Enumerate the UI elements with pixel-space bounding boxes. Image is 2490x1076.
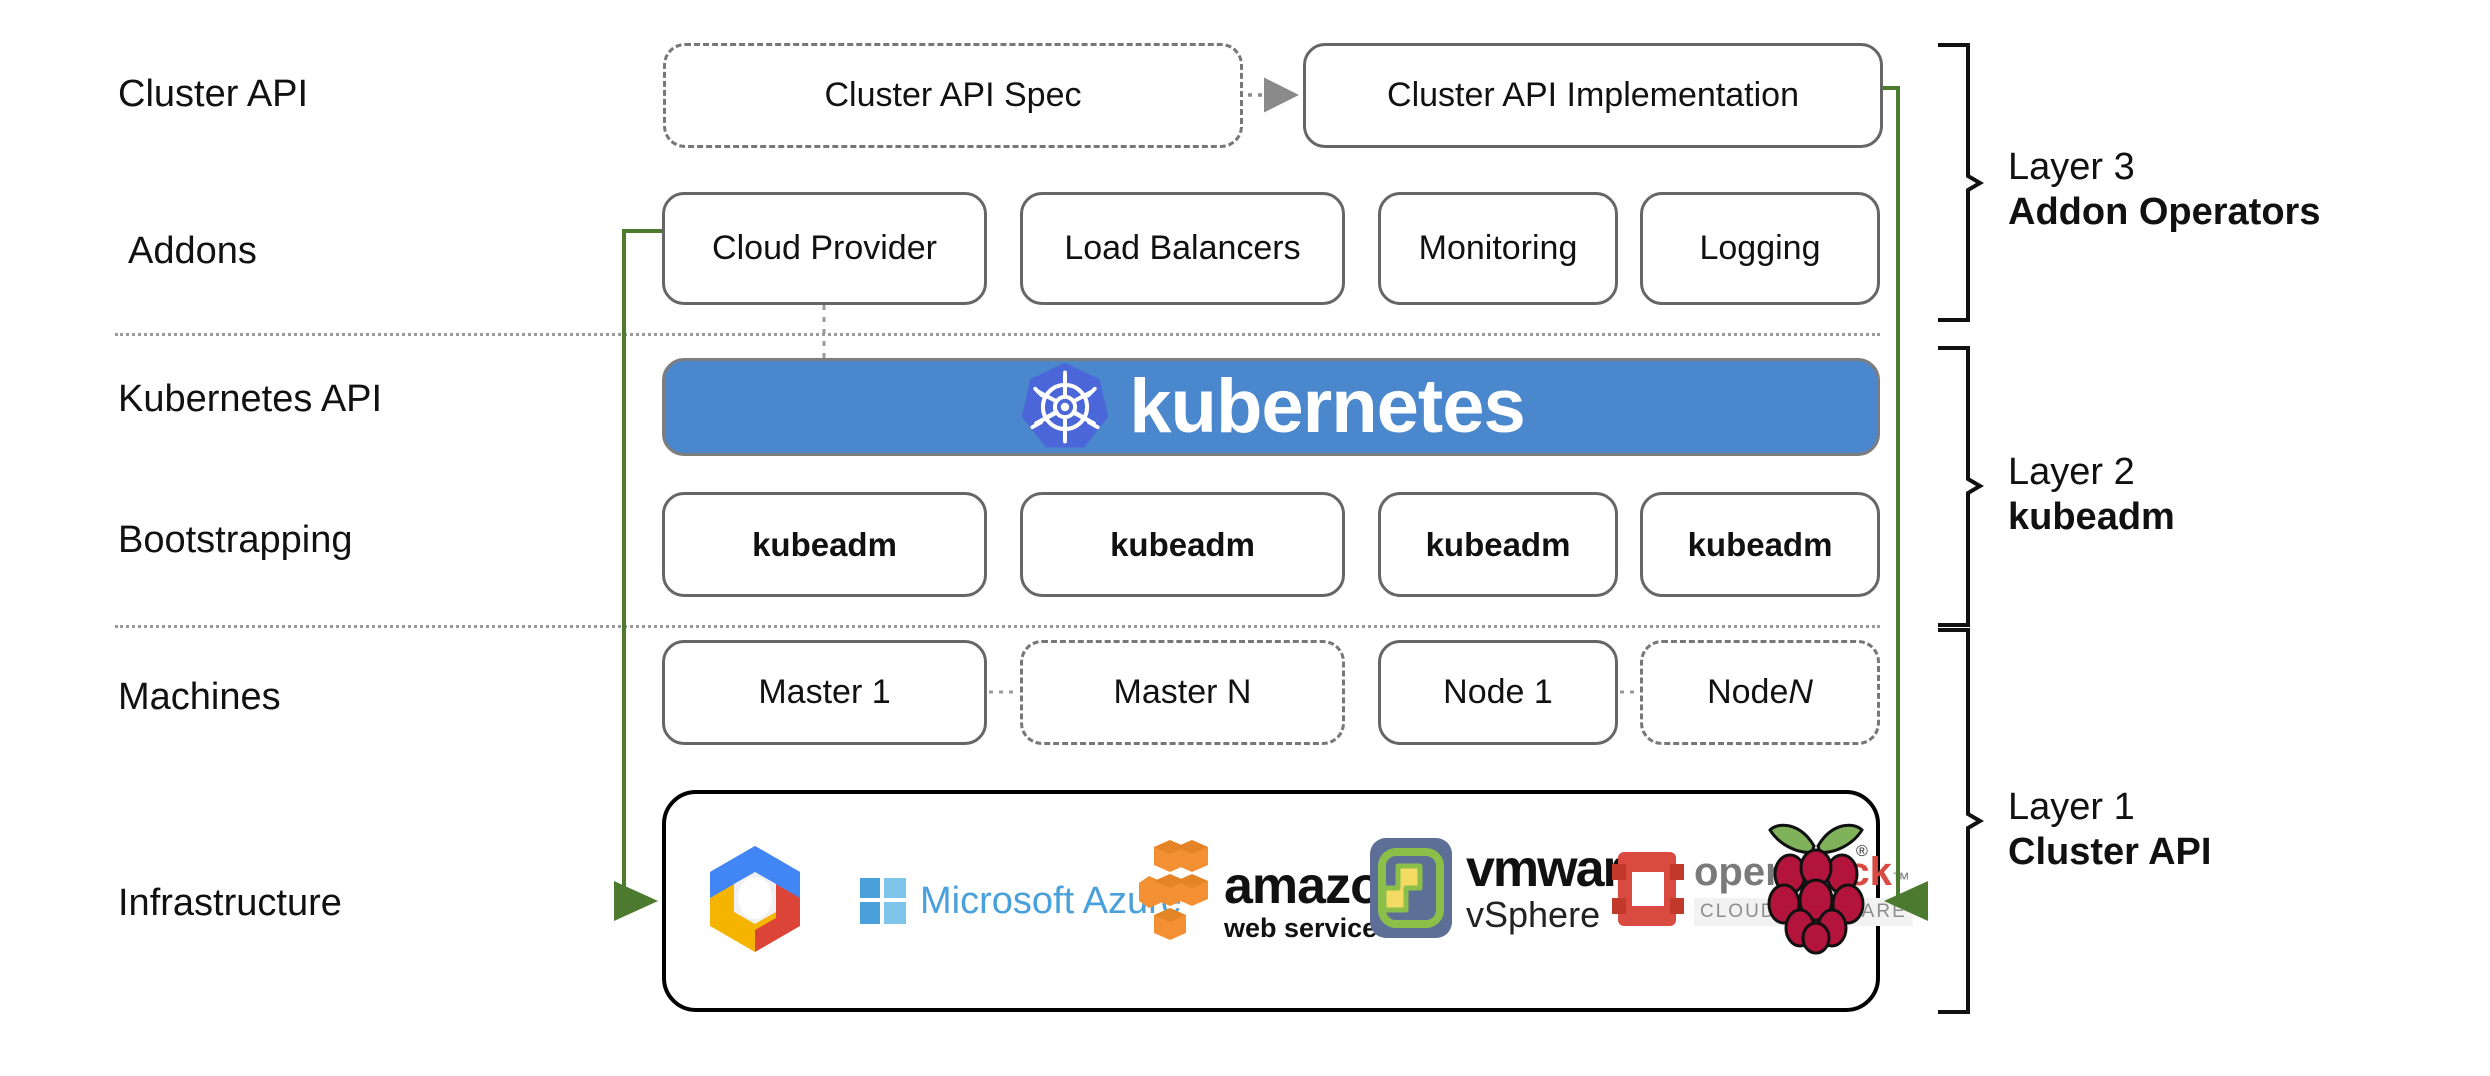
svg-text:®: ® xyxy=(1856,843,1868,860)
kubernetes-wordmark: kubernetes xyxy=(1129,364,1525,449)
vsphere-subtext: vSphere xyxy=(1466,894,1601,935)
azure-wordmark: Microsoft Azure xyxy=(920,880,1182,922)
box-node-1[interactable]: Node 1 xyxy=(1378,640,1618,745)
google-cloud-icon xyxy=(710,846,800,952)
layer-label-2: Layer 2 kubeadm xyxy=(2008,450,2175,540)
box-label: Cluster API Spec xyxy=(824,76,1082,114)
logo-raspberry-pi: ® xyxy=(1760,816,1872,956)
box-label: kubeadm xyxy=(1110,525,1255,563)
brace-layer-2 xyxy=(1938,346,1984,627)
box-monitoring[interactable]: Monitoring xyxy=(1378,192,1618,305)
box-cluster-api-implementation[interactable]: Cluster API Implementation xyxy=(1303,43,1883,148)
box-load-balancers[interactable]: Load Balancers xyxy=(1020,192,1345,305)
kubernetes-banner[interactable]: kubernetes xyxy=(662,358,1880,456)
brace-layer-3 xyxy=(1938,43,1984,322)
row-label-machines: Machines xyxy=(118,676,281,718)
box-master-1[interactable]: Master 1 xyxy=(662,640,987,745)
box-label-italic: N xyxy=(1788,673,1813,711)
box-cloud-provider[interactable]: Cloud Provider xyxy=(662,192,987,305)
layer-3-line2: Addon Operators xyxy=(2008,190,2321,233)
box-label: Node xyxy=(1707,673,1789,711)
row-label-infrastructure: Infrastructure xyxy=(118,882,342,924)
openstack-icon xyxy=(1612,852,1684,926)
divider-layer2-layer1 xyxy=(115,625,1880,628)
layer-1-line1: Layer 1 xyxy=(2008,786,2135,828)
box-label: Master N xyxy=(1113,673,1252,711)
logo-google-cloud-platform xyxy=(700,840,810,958)
layer-2-line1: Layer 2 xyxy=(2008,451,2135,493)
box-kubeadm-2[interactable]: kubeadm xyxy=(1020,492,1345,597)
box-kubeadm-3[interactable]: kubeadm xyxy=(1378,492,1618,597)
aws-subtext: web services xyxy=(1224,913,1393,943)
box-logging[interactable]: Logging xyxy=(1640,192,1880,305)
layer-1-line2: Cluster API xyxy=(2008,830,2212,873)
box-label: Master 1 xyxy=(758,673,891,711)
box-label: Cluster API Implementation xyxy=(1387,76,1799,114)
box-node-n[interactable]: Node N xyxy=(1640,640,1880,745)
layer-2-line2: kubeadm xyxy=(2008,495,2175,538)
box-kubeadm-1[interactable]: kubeadm xyxy=(662,492,987,597)
box-label: Monitoring xyxy=(1418,229,1578,267)
row-label-kubernetes-api: Kubernetes API xyxy=(118,378,383,420)
row-label-cluster-api: Cluster API xyxy=(118,73,309,115)
row-label-bootstrapping: Bootstrapping xyxy=(118,519,353,561)
box-label: Cloud Provider xyxy=(712,229,937,267)
connector-implementation-to-infrastructure xyxy=(1883,86,1928,921)
aws-cubes-icon xyxy=(1139,840,1208,940)
box-label: kubeadm xyxy=(1687,525,1833,563)
box-cluster-api-spec[interactable]: Cluster API Spec xyxy=(663,43,1243,148)
layer-label-1: Layer 1 Cluster API xyxy=(2008,785,2211,875)
microsoft-windows-icon xyxy=(860,878,906,924)
layer-3-line1: Layer 3 xyxy=(2008,146,2135,188)
box-master-n[interactable]: Master N xyxy=(1020,640,1345,745)
layer-label-3: Layer 3 Addon Operators xyxy=(2008,145,2320,235)
connector-cloud-provider-to-infrastructure xyxy=(614,229,662,921)
divider-layer3-layer2 xyxy=(115,333,1880,336)
box-label: Logging xyxy=(1699,229,1821,267)
logo-microsoft-azure: Microsoft Azure xyxy=(860,878,1182,924)
vmware-vsphere-icon xyxy=(1370,838,1452,938)
box-label: Load Balancers xyxy=(1064,229,1301,267)
box-kubeadm-4[interactable]: kubeadm xyxy=(1640,492,1880,597)
kubernetes-wheel-icon xyxy=(1017,359,1113,455)
raspberry-pi-icon: ® xyxy=(1767,823,1868,955)
logo-vmware-vsphere: vmware vSphere xyxy=(1368,836,1650,940)
box-label: kubeadm xyxy=(752,525,897,563)
box-label: kubeadm xyxy=(1425,525,1571,563)
box-label: Node 1 xyxy=(1443,673,1553,711)
row-label-addons: Addons xyxy=(128,230,257,272)
brace-layer-1 xyxy=(1938,628,1984,1014)
